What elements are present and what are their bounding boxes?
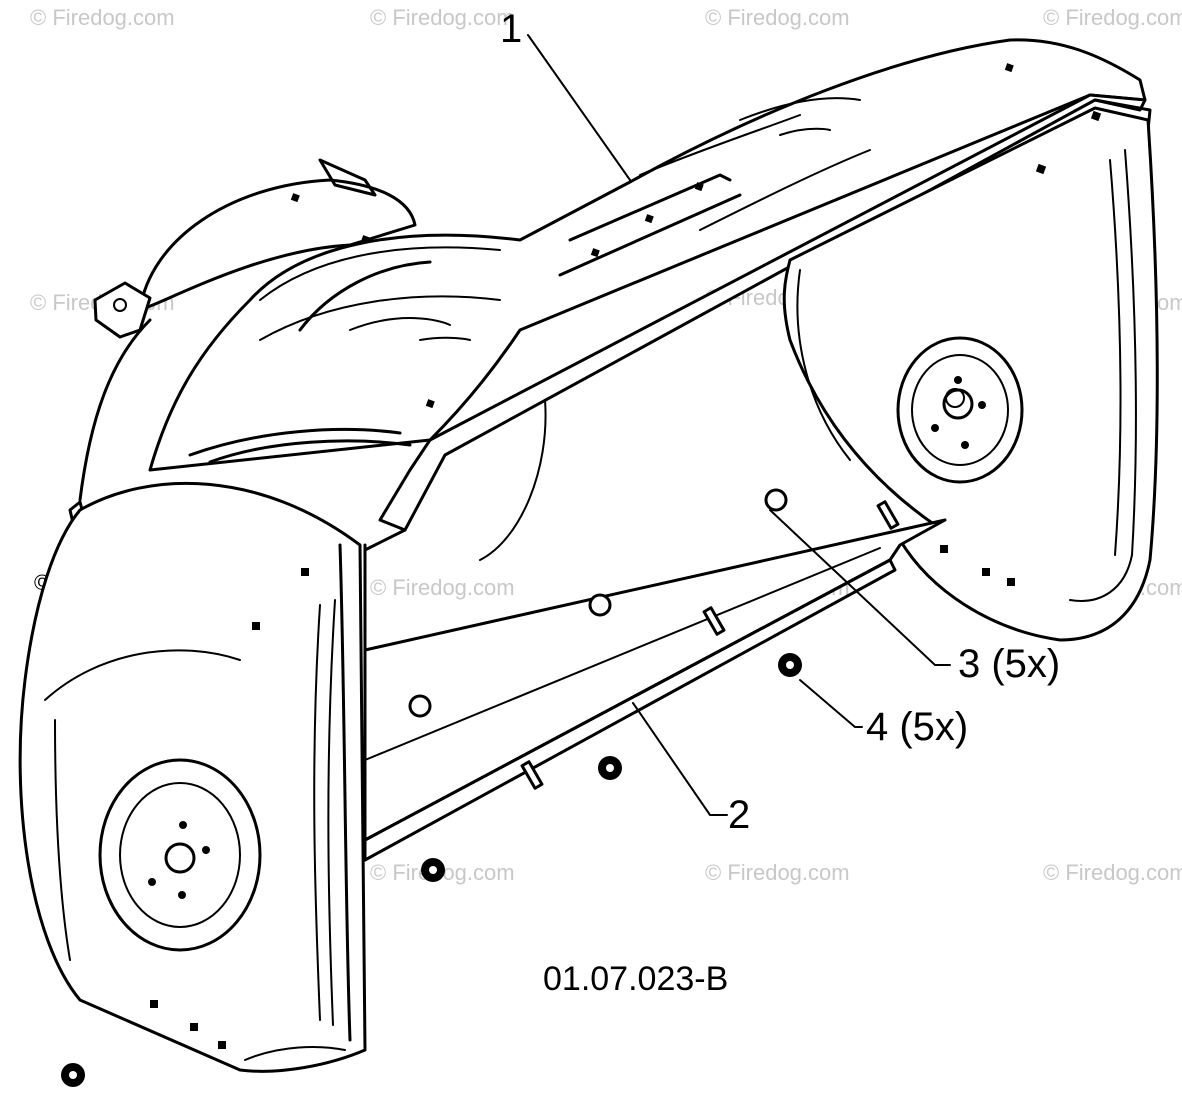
watermark: © Firedog.com [370, 575, 515, 600]
left-side-plate [18, 481, 367, 1073]
watermark: © Firedog.com [1043, 5, 1182, 30]
callout-3: 3 (5x) [958, 642, 1060, 686]
leader-lines [527, 34, 951, 816]
right-side-plate [782, 106, 1159, 642]
callout-2: 2 [728, 793, 750, 837]
carriage-bolt [408, 488, 788, 718]
hex-nut [61, 653, 802, 1087]
watermark: © Firedog.com [370, 5, 515, 30]
auger-shell [148, 38, 1147, 472]
watermark: © Firedog.com [705, 5, 850, 30]
callout-1: 1 [500, 7, 522, 51]
callout-labels: 1 2 3 (5x) 4 (5x) [500, 7, 1060, 837]
drawing-code: 01.07.023-B [543, 960, 728, 998]
watermark: © Firedog.com [705, 860, 850, 885]
callout-4: 4 (5x) [866, 705, 968, 749]
watermark: © Firedog.com [1043, 860, 1182, 885]
watermark: © Firedog.com [30, 5, 175, 30]
wear-bar [363, 399, 947, 862]
